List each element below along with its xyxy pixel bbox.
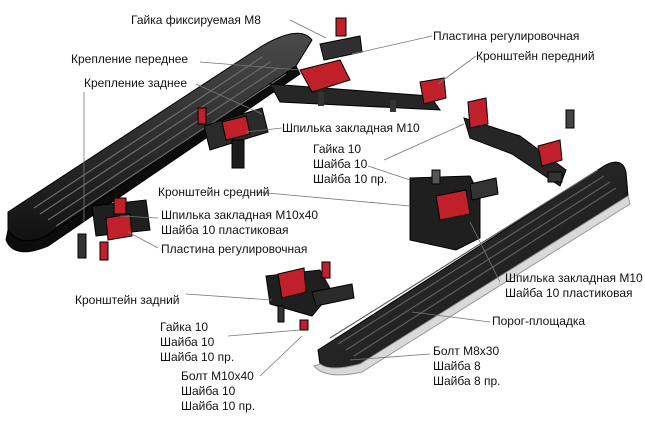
label-plastic-washer10: Шайба 10 пластиковая <box>161 223 289 237</box>
rear-mount-assembly <box>197 107 269 169</box>
label-bolt-m10-group: Болт М10х40 Шайба 10 Шайба 10 пр. <box>181 369 255 414</box>
label-middle-bracket: Кронштейн средний <box>158 185 270 199</box>
label-washer10-3: Шайба 10 <box>181 384 236 398</box>
label-nut10-group: Гайка 10 Шайба 10 Шайба 10 пр. <box>313 142 387 187</box>
leader-lines <box>83 19 501 377</box>
left-middle-clamp <box>77 197 151 261</box>
label-bolt-m8x30: Болт М8х30 <box>433 344 500 358</box>
label-spring-washer10-3: Шайба 10 пр. <box>181 399 256 413</box>
label-adjusting-plate-top: Пластина регулировочная <box>433 29 580 43</box>
label-rear-bracket: Кронштейн задний <box>75 293 180 307</box>
label-front-bracket: Кронштейн передний <box>476 49 595 63</box>
left-board-ribs <box>33 56 287 227</box>
label-stud-m10x40-group: Шпилька закладная М10х40 Шайба 10 пласти… <box>161 208 318 238</box>
label-bolt-m10x40: Болт М10х40 <box>181 369 254 383</box>
label-spring-washer8: Шайба 8 пр. <box>433 374 501 388</box>
label-spring-washer10: Шайба 10 пр. <box>313 172 388 186</box>
label-washer10: Шайба 10 <box>313 157 368 171</box>
label-front-mount: Крепление переднее <box>71 52 189 66</box>
right-board-ribs <box>329 169 617 357</box>
label-nut-m8: Гайка фиксируемая М8 <box>131 13 261 27</box>
label-washer10-2: Шайба 10 <box>160 335 215 349</box>
label-stud-m10: Шпилька закладная М10 <box>282 121 420 135</box>
rear-bracket <box>265 261 355 331</box>
label-plastic-washer10-right: Шайба 10 пластиковая <box>505 286 633 300</box>
label-bolt-m8-group: Болт М8х30 Шайба 8 Шайба 8 пр. <box>433 344 501 389</box>
label-nut10-group-2: Гайка 10 Шайба 10 Шайба 10 пр. <box>160 320 234 365</box>
label-nut10: Гайка 10 <box>313 142 362 156</box>
label-stud-m10x40: Шпилька закладная М10х40 <box>161 208 319 222</box>
label-stud-m10-right: Шпилька закладная М10 <box>505 271 643 285</box>
middle-bracket <box>409 169 499 251</box>
label-adjusting-plate-bottom: Пластина регулировочная <box>161 242 308 256</box>
front-right-bracket <box>463 97 575 187</box>
front-bracket-assembly <box>269 17 447 112</box>
label-spring-washer10-2: Шайба 10 пр. <box>160 350 235 364</box>
label-stud-m10-right-group: Шпилька закладная М10 Шайба 10 пластиков… <box>505 271 643 301</box>
right-step-board <box>313 161 631 376</box>
label-rear-mount: Крепление заднее <box>84 76 188 90</box>
label-washer8: Шайба 8 <box>433 359 481 373</box>
right-board-chrome-edge <box>313 195 631 376</box>
label-nut10-2: Гайка 10 <box>160 320 209 334</box>
label-step-board: Порог-площадка <box>492 314 586 328</box>
